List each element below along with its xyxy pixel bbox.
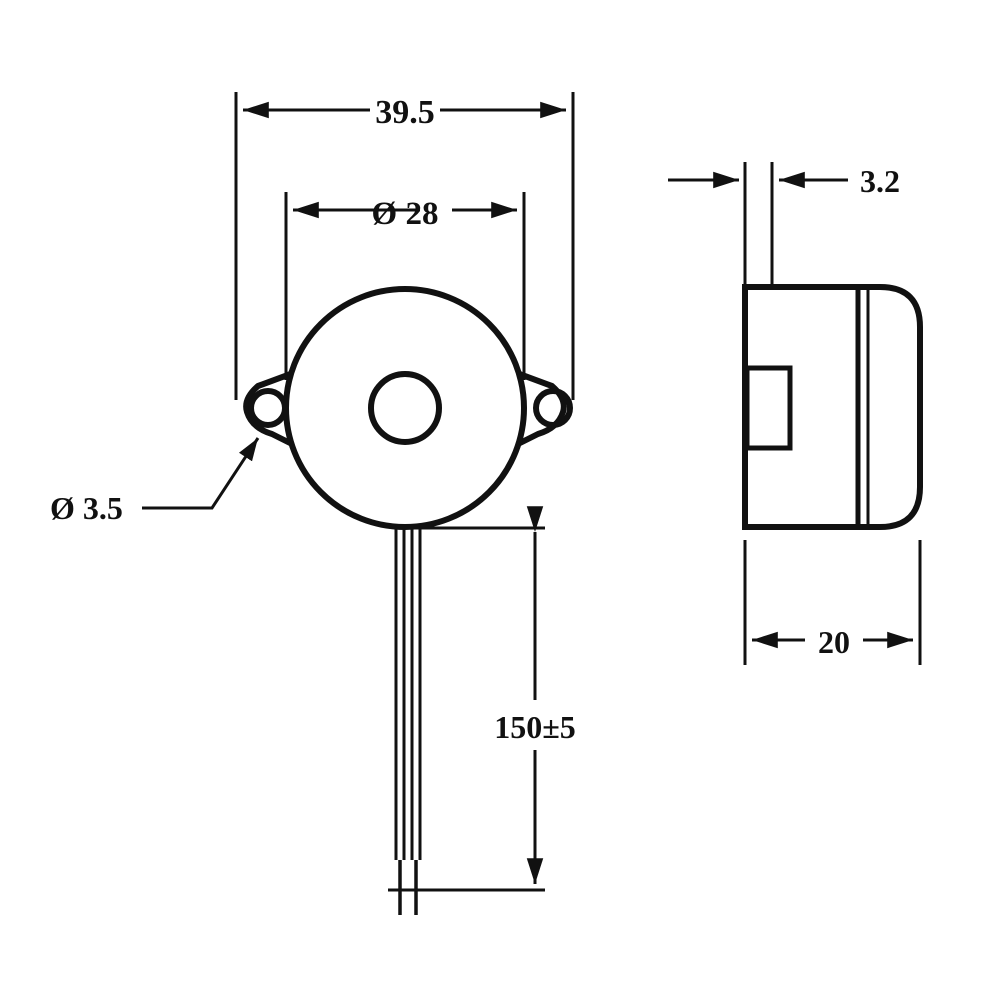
center-sound-hole (368, 371, 442, 445)
extension-lines-body-diameter (284, 192, 526, 380)
extension-lines-body-depth (743, 540, 922, 665)
dimension-label-overall-width: 39.5 (375, 94, 435, 131)
side-body-outline (742, 284, 923, 530)
dimension-label-body-diameter: Ø 28 (372, 196, 439, 232)
dimension-label-mounting-hole-diameter: Ø 3.5 (50, 490, 123, 526)
dimension-label-body-depth: 20 (818, 624, 850, 660)
dimension-label-lead-length: 150±5 (494, 709, 576, 745)
dimension-flange-thickness: 3.2 (668, 163, 900, 199)
mounting-flange-right (507, 369, 573, 451)
mounting-hole-left (248, 388, 288, 428)
dimension-body-depth: 20 (752, 624, 913, 660)
dimension-label-flange-thickness: 3.2 (860, 163, 900, 199)
side-flange-notch (744, 365, 793, 451)
lead-wires (394, 525, 422, 915)
front-view: 39.5 Ø 28 (50, 92, 576, 915)
side-view: 3.2 20 (668, 162, 923, 665)
side-body-seam (855, 287, 870, 527)
mounting-hole-right (533, 388, 573, 428)
extension-lines-lead-length (388, 526, 545, 892)
leader-mounting-hole-diameter: Ø 3.5 (50, 437, 260, 526)
extension-lines-overall-width (234, 92, 575, 400)
dimension-overall-width: 39.5 (243, 94, 566, 131)
dimension-lead-length: 150±5 (494, 506, 576, 884)
dimension-body-diameter: Ø 28 (293, 196, 517, 232)
